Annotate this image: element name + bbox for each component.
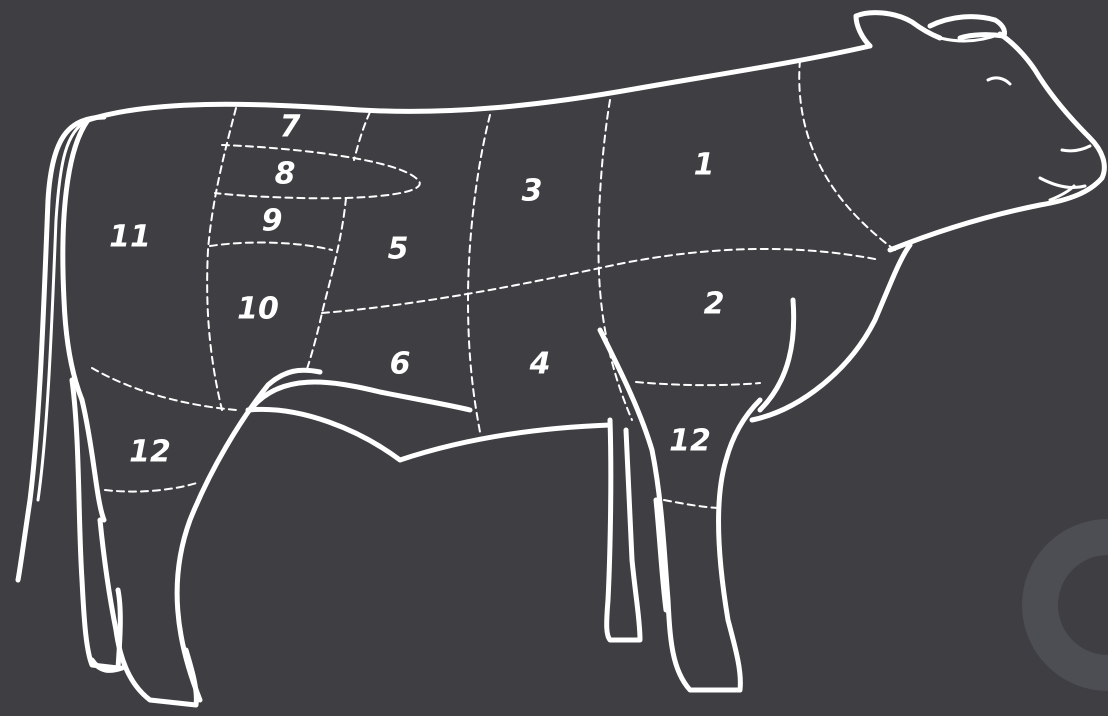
- cut-line-hind-hock: [105, 482, 200, 492]
- cut-label-9: 9: [262, 204, 283, 239]
- nostril: [1062, 146, 1090, 151]
- belly-line: [248, 409, 610, 460]
- cut-line-8-ellipse: [215, 145, 420, 198]
- corner-ring-decoration: [1040, 537, 1108, 673]
- cut-label-10: 10: [237, 292, 279, 327]
- mouth: [1040, 178, 1085, 188]
- horn: [930, 17, 1005, 38]
- rump-edge: [63, 120, 88, 400]
- cut-label-11: 11: [109, 220, 151, 255]
- eye: [988, 78, 1010, 84]
- cut-line-neck: [799, 60, 895, 250]
- hind-leg-back-edge: [82, 400, 104, 520]
- cut-label-1: 1: [694, 148, 715, 183]
- cut-line-9-10: [210, 243, 332, 250]
- cut-line-loin-rump: [354, 112, 370, 160]
- cut-line-chuck-rib: [598, 100, 632, 420]
- cut-label-5: 5: [388, 232, 409, 267]
- flank-fold: [250, 382, 470, 410]
- back-line: [88, 46, 870, 120]
- head: [1000, 34, 1104, 178]
- tail: [18, 117, 104, 580]
- cow-outline: [18, 13, 1104, 705]
- front-leg-rear: [607, 420, 640, 640]
- cut-line-fore-knee: [664, 500, 718, 508]
- elbow-curve: [760, 300, 794, 410]
- cut-line-round-top: [207, 108, 236, 410]
- cut-label-2: 2: [704, 287, 725, 322]
- cut-label-4: 4: [529, 347, 551, 382]
- cut-lines: [92, 60, 895, 508]
- ear: [856, 13, 940, 46]
- cut-label-12-fore: 12: [669, 424, 711, 459]
- cut-line-fore-shank: [636, 382, 760, 385]
- cut-line-sirloin: [306, 198, 346, 372]
- cut-labels: 1 2 3 4 5 6 7 8 9 10 11 12 12: [109, 110, 724, 470]
- cut-label-8: 8: [275, 157, 296, 192]
- cut-label-7: 7: [280, 110, 301, 145]
- hind-inner-thigh: [177, 370, 320, 700]
- cut-label-6: 6: [390, 347, 411, 382]
- cut-label-3: 3: [522, 174, 543, 209]
- cut-label-12-hind: 12: [129, 435, 171, 470]
- cut-line-rib-loin: [468, 115, 490, 432]
